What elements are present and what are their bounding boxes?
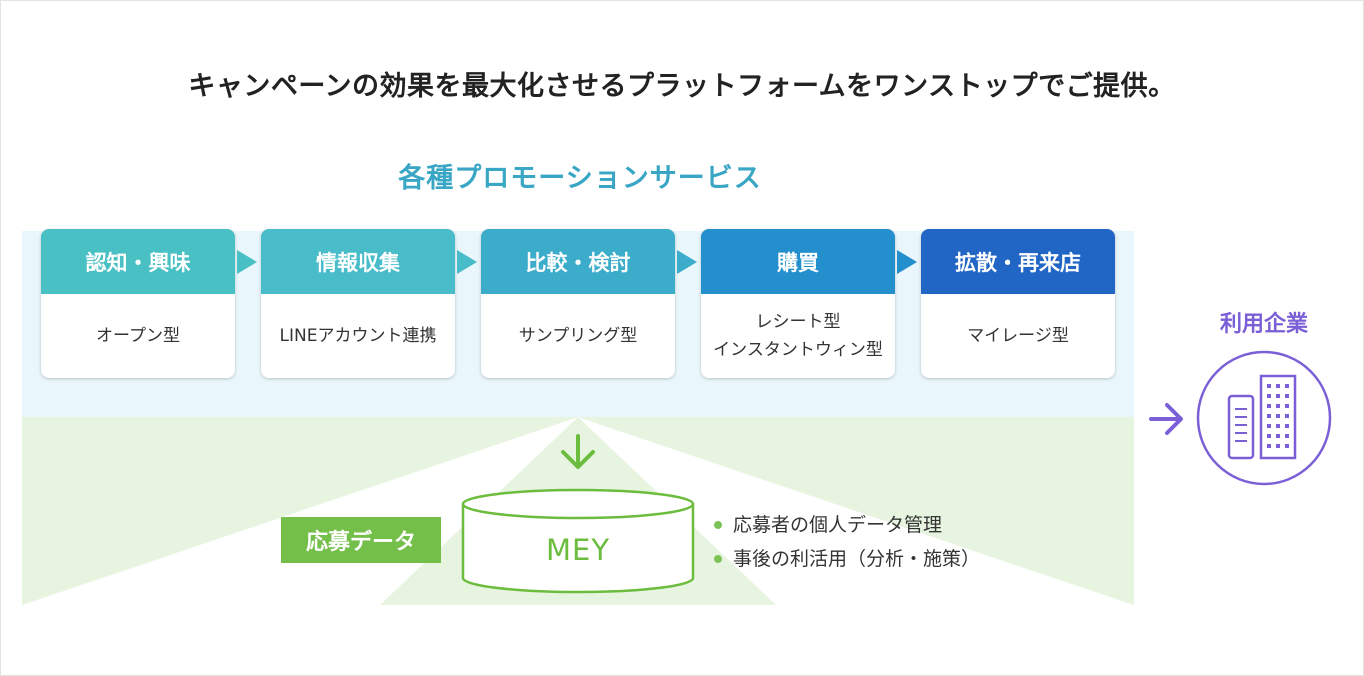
stage-line: マイレージ型 bbox=[967, 326, 1069, 346]
stage-arrow-icon bbox=[897, 250, 917, 274]
stage-body: レシート型 インスタントウィン型 bbox=[701, 294, 895, 378]
data-badge: 応募データ bbox=[281, 517, 441, 563]
stage-body: LINEアカウント連携 bbox=[261, 294, 455, 378]
bullet-dot-icon bbox=[714, 521, 722, 529]
right-arrow-icon bbox=[1149, 403, 1183, 435]
stage-body: サンプリング型 bbox=[481, 294, 675, 378]
bullet-text: 事後の利活用（分析・施策） bbox=[733, 548, 981, 570]
database-icon bbox=[461, 488, 695, 594]
stage-arrow-icon bbox=[237, 250, 257, 274]
stage-line: オープン型 bbox=[96, 326, 180, 346]
stage-line: LINEアカウント連携 bbox=[279, 326, 437, 346]
bullet-dot-icon bbox=[714, 555, 722, 563]
building-icon bbox=[1196, 350, 1332, 486]
stage-line: サンプリング型 bbox=[518, 326, 638, 346]
services-heading: 各種プロモーションサービス bbox=[398, 163, 762, 194]
stage-card-purchase: 購買 レシート型 インスタントウィン型 bbox=[701, 229, 895, 378]
stage-line: レシート型 bbox=[755, 312, 841, 332]
feature-list: 応募者の個人データ管理 事後の利活用（分析・施策） bbox=[714, 508, 980, 576]
stage-title: 拡散・再来店 bbox=[921, 229, 1115, 294]
stage-body: マイレージ型 bbox=[921, 294, 1115, 378]
stage-card-spread: 拡散・再来店 マイレージ型 bbox=[921, 229, 1115, 378]
stage-card-information: 情報収集 LINEアカウント連携 bbox=[261, 229, 455, 378]
database-label: MEY bbox=[545, 533, 611, 567]
stage-title: 比較・検討 bbox=[481, 229, 675, 294]
stage-title: 情報収集 bbox=[261, 229, 455, 294]
stage-body: オープン型 bbox=[41, 294, 235, 378]
list-item: 応募者の個人データ管理 bbox=[714, 508, 980, 542]
down-arrow-icon bbox=[561, 434, 595, 469]
stage-card-awareness: 認知・興味 オープン型 bbox=[41, 229, 235, 378]
bullet-text: 応募者の個人データ管理 bbox=[733, 514, 943, 536]
stage-title: 購買 bbox=[701, 229, 895, 294]
list-item: 事後の利活用（分析・施策） bbox=[714, 542, 980, 576]
stage-arrow-icon bbox=[457, 250, 477, 274]
stage-title: 認知・興味 bbox=[41, 229, 235, 294]
stage-arrow-icon bbox=[677, 250, 697, 274]
stage-card-comparison: 比較・検討 サンプリング型 bbox=[481, 229, 675, 378]
company-label: 利用企業 bbox=[1219, 312, 1308, 337]
page-headline: キャンペーンの効果を最大化させるプラットフォームをワンストップでご提供。 bbox=[188, 71, 1176, 102]
stage-line: インスタントウィン型 bbox=[713, 340, 883, 360]
